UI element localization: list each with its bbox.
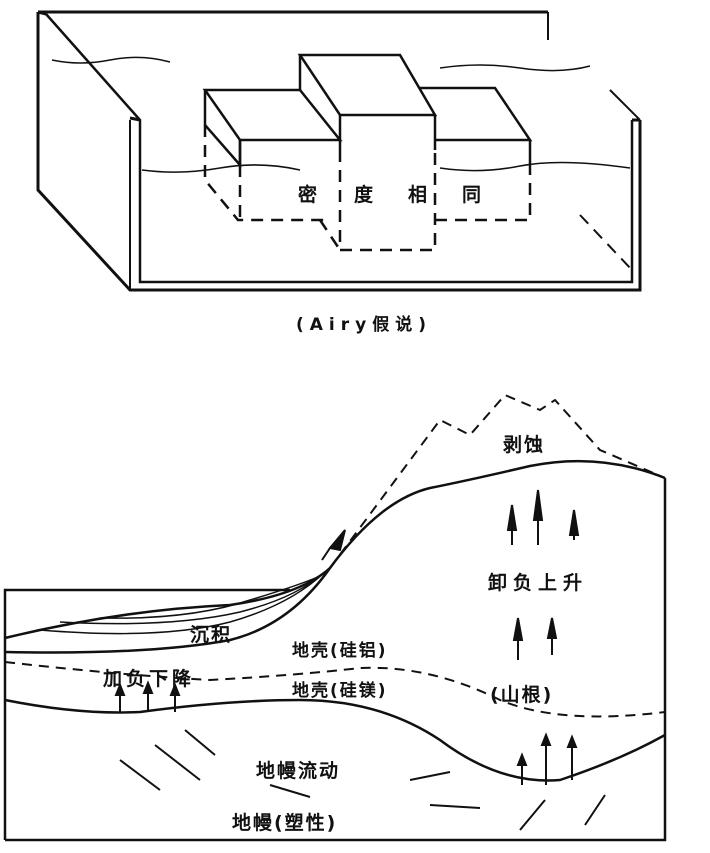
inner-label-3: 相 <box>408 184 430 206</box>
label-mantle-plastic: 地幔(塑性) <box>232 812 338 834</box>
inner-label-1: 密 <box>298 184 320 206</box>
label-crust-sima: 地壳(硅镁) <box>292 681 388 701</box>
label-unload-uplift: 卸负上升 <box>488 572 589 594</box>
label-erosion: 剥蚀 <box>503 434 546 456</box>
label-load-subside: 加负下降 <box>103 668 196 690</box>
label-mountain-root: (山根) <box>490 684 554 706</box>
inner-label-2: 度 <box>354 184 376 206</box>
water-tank <box>36 10 642 292</box>
crust-mantle-section <box>3 393 667 842</box>
inner-label-4: 同 <box>462 184 484 206</box>
figure-caption: (Airy假说) <box>296 315 432 335</box>
label-sediment: 沉积 <box>190 624 233 646</box>
crustal-blocks <box>202 53 533 252</box>
label-crust-sial: 地壳(硅铝) <box>292 641 388 661</box>
label-mantle-flow: 地幔流动 <box>256 760 341 782</box>
